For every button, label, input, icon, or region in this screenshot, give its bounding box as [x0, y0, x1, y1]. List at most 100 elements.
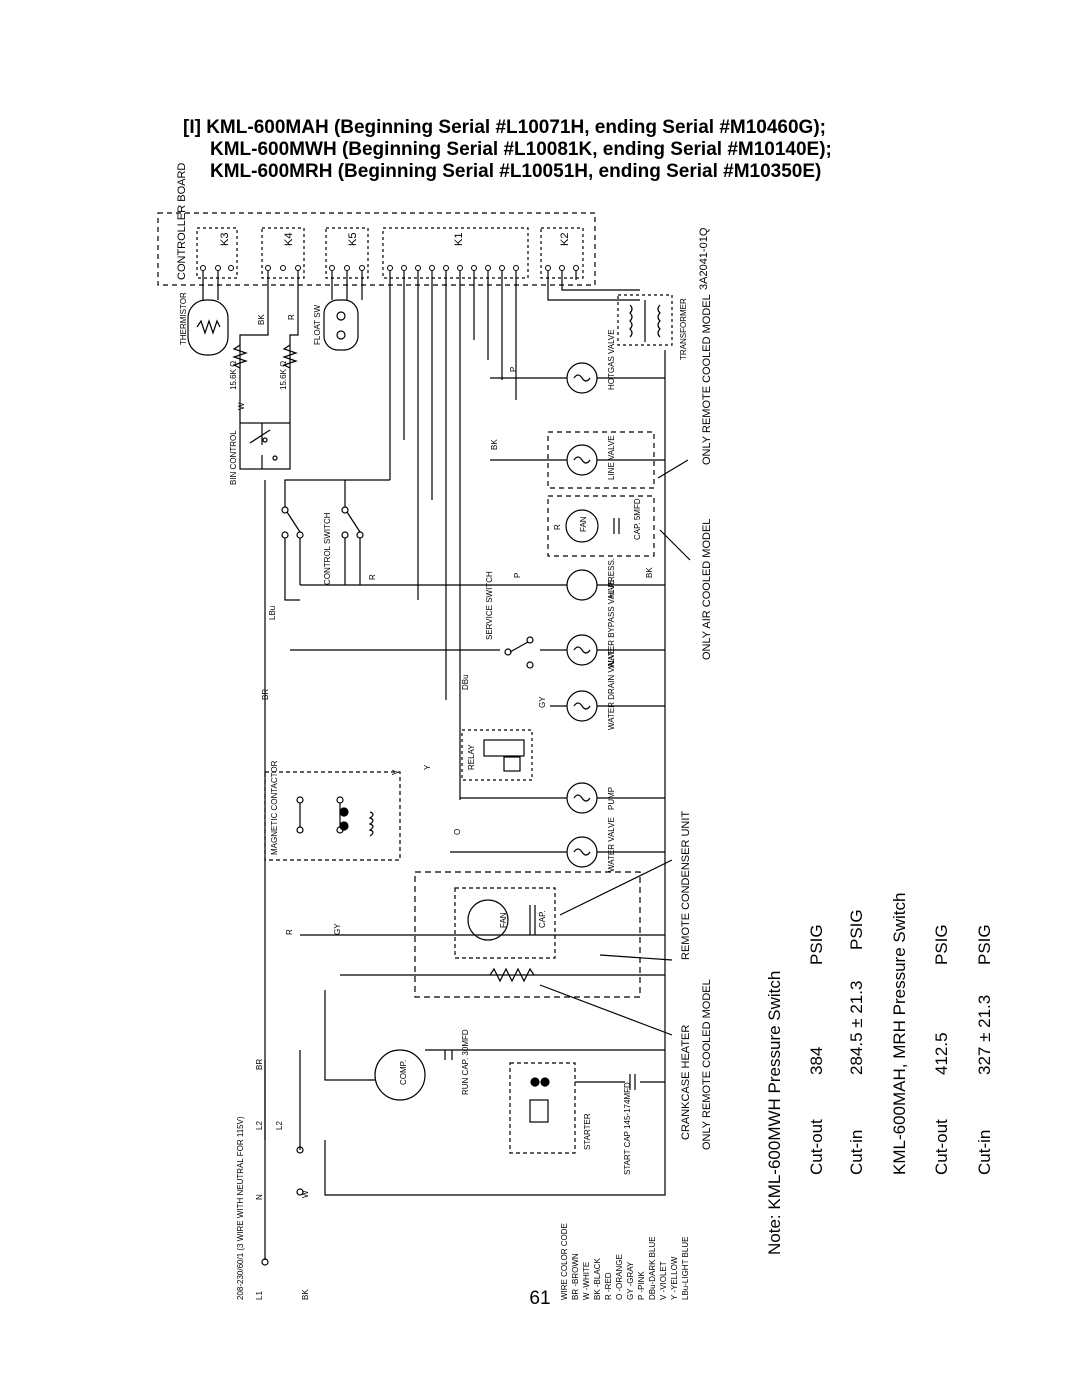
compressor: COMP. RUN CAP. 30MFD BR [255, 990, 665, 1140]
water-bypass-valve: WATER BYPASS VALVE LBu [268, 580, 665, 668]
title-line-1: [I] KML-600MAH (Beginning Serial #L10071… [183, 117, 826, 138]
connector-k2 [540, 227, 584, 279]
wire-color-code-entry: GY -GRAY [626, 1261, 635, 1300]
start-cap-label: START CAP 145-174MFD [623, 1082, 632, 1175]
note-row2-value: 284.5 ± 21.3 [847, 981, 866, 1075]
wire-tag-p-2: P [513, 573, 522, 578]
terminal-l2: L2 [255, 1121, 264, 1130]
wire-color-code-entry: BR -BROWN [571, 1253, 580, 1300]
remote-condenser-unit: FAN CAP. [300, 871, 665, 998]
bin-control-label: BIN CONTROL [229, 430, 238, 485]
wire-color-code-entry: O -ORANGE [615, 1254, 624, 1300]
note-row4-label: Cut-in [975, 1130, 994, 1175]
service-switch: SERVICE SWITCH DBu GY [461, 571, 547, 708]
remote-condenser-unit-label: REMOTE CONDENSER UNIT [680, 811, 692, 960]
resistor-2-label: 15.6K Ω [279, 361, 288, 390]
note-row1-label: Cut-out [807, 1119, 826, 1175]
wire-tag-bk-3: BK [645, 567, 654, 578]
wire-tag-p-1: P [509, 367, 518, 372]
wire-tag-gy: GY [538, 696, 547, 708]
only-remote-cooled-model-top: ONLY REMOTE COOLED MODEL [701, 294, 713, 465]
controller-board: CONTROLLER BOARD K3 K4 K5 K1 K2 [157, 163, 596, 286]
note-row3-unit: PSIG [932, 924, 951, 965]
connector-k1 [382, 227, 529, 279]
wire-tag-w-2: W [301, 1190, 310, 1198]
wire-tag-bk-2: BK [490, 439, 499, 450]
fan-motor-group: FAN CAP. 5MFD R [547, 495, 655, 557]
resistor-2 [282, 344, 298, 369]
note-heading: Note: KML-600MWH Pressure Switch [765, 971, 784, 1255]
power-supply: L1 N L2 BK W L2 208-230/60/1 (3 WIRE WIT… [236, 1000, 666, 1300]
thermistor-label: THERMISTOR [179, 292, 188, 345]
wire-color-code-entry: R -RED [604, 1272, 613, 1300]
wire-tag-y: Y [423, 764, 432, 770]
line-valve-label: LINE VALVE [607, 435, 616, 480]
transformer: TRANSFORMER [617, 294, 688, 360]
resistor-1 [232, 344, 248, 369]
magnetic-contactor-label: MAGNETIC CONTACTOR [270, 760, 279, 855]
note-row1-unit: PSIG [807, 924, 826, 965]
terminal-l1: L1 [255, 1291, 264, 1300]
float-switch: FLOAT SW [313, 271, 363, 351]
connector-label-k3: K3 [219, 233, 231, 246]
crankcase-heater-element [489, 967, 535, 983]
page-number: 61 [529, 1288, 551, 1309]
note-row1-value: 384 [807, 1047, 826, 1075]
transformer-label: TRANSFORMER [679, 298, 688, 360]
magnetic-contactor: MAGNETIC CONTACTOR BR Y O V R GY [261, 689, 462, 935]
pump-label: PUMP [607, 787, 616, 810]
hotgas-valve: HOTGAS VALVE P [490, 329, 665, 394]
connector-label-k5: K5 [347, 233, 359, 246]
wire-tag-br-1: BR [261, 689, 270, 700]
comp-label: COMP. [399, 1060, 408, 1085]
title-line-3: KML-600MRH (Beginning Serial #L10051H, e… [210, 161, 822, 182]
bin-control: BK R W 15.6K Ω 15.6K Ω BIN CONTROL [229, 271, 299, 485]
pressure-switch-note: Note: KML-600MWH Pressure Switch Cut-out… [765, 893, 994, 1255]
controller-board-label: CONTROLLER BOARD [176, 163, 188, 280]
connector-k3 [196, 227, 238, 279]
wire-tag-w-1: W [237, 402, 246, 410]
terminal-n: N [255, 1194, 264, 1200]
only-air-cooled-model: ONLY AIR COOLED MODEL [701, 519, 713, 660]
water-valve: WATER VALVE [450, 817, 665, 872]
starter: STARTER START CAP 145-174MFD [509, 1062, 665, 1175]
remote-valve-group: LINE VALVE BK [490, 431, 665, 489]
connector-k4 [261, 227, 305, 279]
power-supply-label: 208-230/60/1 (3 WIRE WITH NEUTRAL FOR 11… [236, 1116, 245, 1300]
wire-tag-bk-4: BK [301, 1289, 310, 1300]
water-drain-valve: WATER DRAIN VALVE [550, 648, 665, 730]
callouts: ONLY REMOTE COOLED MODEL ONLY AIR COOLED… [539, 294, 713, 1150]
float-switch-label: FLOAT SW [313, 304, 322, 345]
wire-tag-r-2: R [553, 524, 562, 530]
wire-color-code-entry: BK -BLACK [593, 1258, 602, 1300]
wire-tag-v: V [391, 769, 400, 775]
condenser-fan-label: FAN [499, 912, 508, 928]
note-row3-label: Cut-out [932, 1119, 951, 1175]
wire-tag-lbu: LBu [268, 606, 277, 620]
run-cap-label: RUN CAP. 30MFD [461, 1029, 470, 1095]
service-switch-label: SERVICE SWITCH [485, 571, 494, 640]
wire-tag-gy-2: GY [333, 923, 342, 935]
pump-motor: PUMP [460, 782, 665, 814]
wire-tag-o: O [453, 829, 462, 835]
relay-label: RELAY [467, 744, 476, 770]
wire-tag-dbu: DBu [461, 674, 470, 690]
wire-color-code: WIRE COLOR CODE BR -BROWN W -WHITE BK -B… [560, 1223, 690, 1300]
hi-press-label: HI-PRESS. [607, 558, 616, 598]
hotgas-valve-label: HOTGAS VALVE [607, 329, 616, 390]
wire-tag-r-3: R [368, 574, 377, 580]
connector-label-k1: K1 [453, 233, 465, 246]
relay: RELAY [461, 729, 533, 781]
connector-k5 [325, 227, 369, 279]
only-remote-cooled-model-bottom: ONLY REMOTE COOLED MODEL [701, 979, 713, 1150]
condenser-cap-label: CAP. [538, 910, 547, 928]
title-line-2: KML-600MWH (Beginning Serial #L10081K, e… [210, 139, 832, 160]
resistor-1-label: 15.6K Ω [229, 361, 238, 390]
water-valve-label: WATER VALVE [607, 817, 616, 872]
wire-tag-l2: L2 [275, 1121, 284, 1130]
wire-color-code-entry: Y -YELLOW [670, 1256, 679, 1300]
connector-label-k4: K4 [283, 233, 295, 246]
wire-tag-br-2: BR [255, 1059, 264, 1070]
wire-color-code-entry: DBu-DARK BLUE [648, 1236, 657, 1300]
